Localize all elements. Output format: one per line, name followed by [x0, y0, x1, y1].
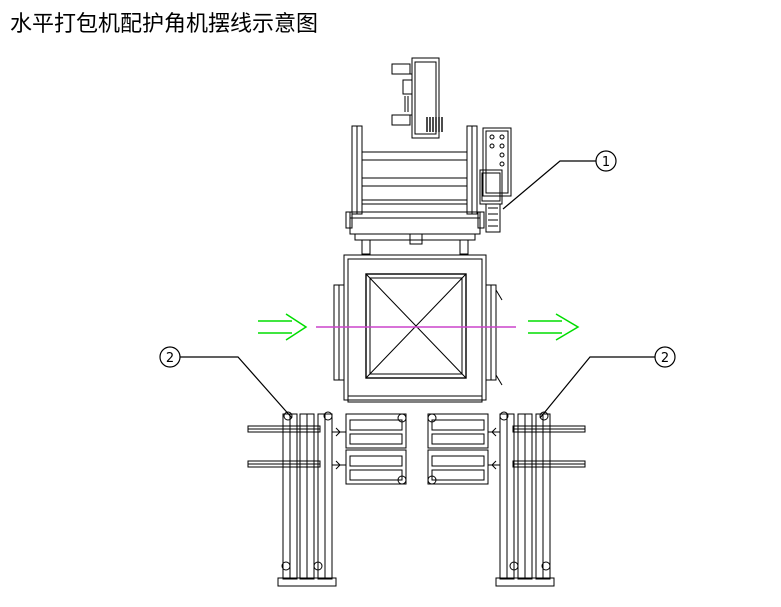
- control-box: [479, 127, 512, 233]
- right-feeder: [427, 411, 586, 587]
- baler-frame: [345, 125, 485, 255]
- callout-1-leader: [502, 160, 596, 210]
- flow-arrow-left: [258, 313, 308, 341]
- bale-chamber: [333, 254, 503, 403]
- callout-2-right-label: 2: [661, 351, 669, 366]
- callout-1-label: 1: [602, 155, 610, 170]
- callout-1: [595, 150, 617, 172]
- callout-2-right: [654, 346, 676, 368]
- callout-2-left-label: 2: [166, 351, 174, 366]
- left-feeder: [247, 411, 407, 587]
- flow-arrow-right: [528, 313, 580, 341]
- callout-2-left: [159, 346, 181, 368]
- callout-2-left-leader: [180, 356, 293, 419]
- diagram-title: 水平打包机配护角机摆线示意图: [10, 12, 319, 37]
- callout-2-right-leader: [539, 356, 655, 419]
- top-mechanism: [391, 57, 443, 139]
